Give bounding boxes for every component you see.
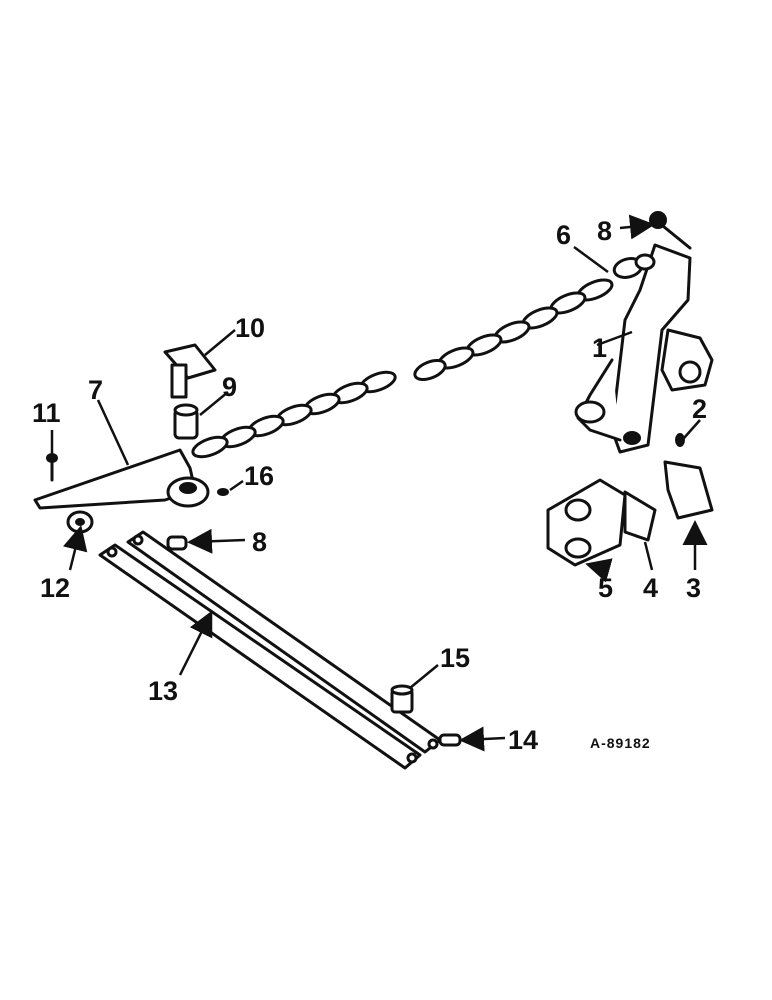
- leader-lines: [50, 214, 708, 752]
- drawing-code: A-89182: [590, 735, 651, 751]
- callout-5: 5: [598, 573, 613, 603]
- callout-7: 7: [88, 375, 103, 405]
- part-8-pin-top: [649, 211, 692, 250]
- callout-11: 11: [32, 398, 61, 428]
- callout-8-top: 8: [597, 216, 612, 246]
- part-2-bolt: [675, 433, 685, 447]
- part-16-pin: [217, 488, 229, 496]
- callout-1: 1: [592, 333, 607, 363]
- chain-lower: [191, 370, 397, 459]
- part-13-bar: [98, 530, 442, 770]
- part-8-pin-lower: [166, 535, 188, 551]
- callout-10: 10: [235, 313, 265, 343]
- part-7-arm: [33, 448, 210, 510]
- part-6-connector-link: [612, 253, 656, 279]
- part-12-washer: [66, 510, 94, 534]
- callout-12: 12: [40, 573, 70, 603]
- callout-4: 4: [643, 573, 658, 603]
- callout-3: 3: [686, 573, 701, 603]
- part-9-sleeve: [173, 403, 199, 440]
- part-11-bolt: [46, 453, 58, 482]
- part-14-bolt: [438, 733, 462, 747]
- part-3-bracket: [663, 460, 714, 520]
- callout-8-lower: 8: [252, 527, 267, 557]
- callout-14: 14: [508, 725, 538, 755]
- part-15-bushing: [390, 684, 414, 714]
- part-4-plate: [623, 490, 657, 542]
- chain-upper: [413, 278, 614, 382]
- callout-16: 16: [244, 461, 274, 491]
- callout-6: 6: [556, 220, 571, 250]
- part-10-clevis-pin: [163, 343, 217, 399]
- part-5-roller: [546, 478, 627, 567]
- callout-15: 15: [440, 643, 470, 673]
- callout-labels: 1 2 3 4 5 6 7 8 8 9 10 11 12 13 14 15 16…: [32, 216, 707, 755]
- part-1-bracket: [574, 243, 714, 454]
- callout-2: 2: [692, 394, 707, 424]
- callout-9: 9: [222, 372, 237, 402]
- callout-13: 13: [148, 676, 178, 706]
